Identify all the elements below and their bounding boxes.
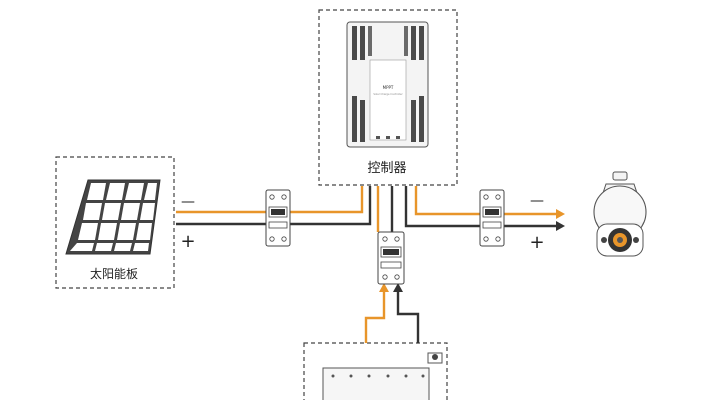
battery-dashed-box xyxy=(303,342,448,400)
controller-sub-text: Solar Charge Controller xyxy=(373,92,403,96)
solar-panel-dashed-box xyxy=(55,156,175,289)
load-breaker xyxy=(479,189,505,247)
battery-dark-arrow xyxy=(393,283,403,292)
solar-breaker xyxy=(265,189,291,247)
controller-brand-text: MPPT xyxy=(383,85,394,90)
solar-negative-wire xyxy=(176,186,364,214)
solar-panel-label: 太阳能板 xyxy=(90,266,138,281)
solar-positive-sign: + xyxy=(180,231,195,252)
mppt-controller-device: MPPT Solar Charge Controller xyxy=(346,21,429,148)
battery-breaker xyxy=(377,231,405,285)
battery-dark-lower-wire xyxy=(396,290,420,343)
battery-icon xyxy=(322,352,443,400)
load-positive-sign: + xyxy=(529,232,544,253)
battery-orange-lower-wire xyxy=(364,290,386,343)
controller-dashed-box xyxy=(318,9,458,186)
solar-panel-icon xyxy=(65,179,161,255)
solar-negative-sign: — xyxy=(181,194,195,210)
load-positive-wire xyxy=(404,186,556,228)
load-negative-sign: — xyxy=(530,193,544,209)
solar-positive-wire xyxy=(176,186,372,226)
load-negative-arrow xyxy=(556,209,565,219)
load-positive-arrow xyxy=(556,221,565,231)
ptz-camera-icon xyxy=(593,171,647,257)
controller-label: 控制器 xyxy=(367,161,406,176)
battery-orange-arrow xyxy=(379,283,389,292)
load-negative-wire xyxy=(414,186,556,216)
